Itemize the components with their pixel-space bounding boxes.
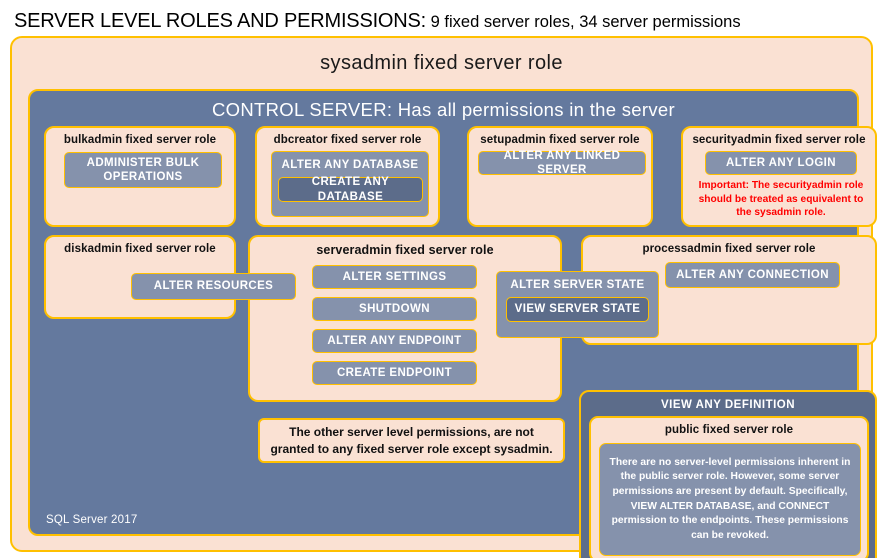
public-role-description: There are no server-level permissions in… [599,443,861,556]
role-title-securityadmin: securityadmin fixed server role [692,134,866,146]
permission-alter-resources[interactable]: ALTER RESOURCES [131,273,296,300]
control-server-panel: CONTROL SERVER: Has all permissions in t… [28,89,877,536]
role-card-setupadmin: setupadmin fixed server role ALTER ANY L… [467,126,653,227]
sysadmin-role-container: sysadmin fixed server role CONTROL SERVE… [10,36,877,558]
role-title-dbcreator: dbcreator fixed server role [273,134,422,146]
permission-alter-any-connection[interactable]: ALTER ANY CONNECTION [665,262,840,288]
page-title-main: SERVER LEVEL ROLES AND PERMISSIONS: [14,10,427,32]
permission-alter-any-endpoint[interactable]: ALTER ANY ENDPOINT [312,329,477,353]
footer-version-label: SQL Server 2017 [46,514,138,526]
role-title-serveradmin: serveradmin fixed server role [316,243,494,257]
permission-view-any-definition-label: VIEW ANY DEFINITION [660,399,796,411]
permission-create-endpoint[interactable]: CREATE ENDPOINT [312,361,477,385]
page-title: SERVER LEVEL ROLES AND PERMISSIONS: 9 fi… [14,8,874,34]
role-title-setupadmin: setupadmin fixed server role [480,134,640,146]
sysadmin-role-label: sysadmin fixed server role [320,52,563,74]
permission-create-any-database[interactable]: CREATE ANY DATABASE [278,176,423,203]
role-title-diskadmin: diskadmin fixed server role [64,243,216,255]
role-card-public: public fixed server role There are no se… [589,416,869,558]
permission-alter-any-linked-server[interactable]: ALTER ANY LINKED SERVER [478,150,646,176]
permission-view-any-definition[interactable]: VIEW ANY DEFINITION public fixed server … [579,390,877,558]
role-title-processadmin: processadmin fixed server role [642,243,816,255]
securityadmin-important-note: Important: The securityadmin role should… [698,180,864,219]
control-server-label: CONTROL SERVER: Has all permissions in t… [212,99,675,120]
role-title-public: public fixed server role [664,424,794,436]
page-title-sub: 9 fixed server roles, 34 server permissi… [426,13,741,31]
permission-shutdown[interactable]: SHUTDOWN [312,297,477,321]
role-title-bulkadmin: bulkadmin fixed server role [63,134,217,146]
permission-view-server-state[interactable]: VIEW SERVER STATE [506,297,649,322]
permission-alter-settings[interactable]: ALTER SETTINGS [312,265,477,289]
other-permissions-note: The other server level permissions, are … [258,418,565,463]
role-card-bulkadmin: bulkadmin fixed server role ADMINISTER B… [44,126,236,227]
role-card-dbcreator: dbcreator fixed server role ALTER ANY DA… [255,126,440,227]
permission-alter-any-database-label: ALTER ANY DATABASE [281,159,419,171]
permission-alter-server-state-label: ALTER SERVER STATE [510,279,645,291]
permission-alter-any-login[interactable]: ALTER ANY LOGIN [705,151,857,175]
role-card-securityadmin: securityadmin fixed server role ALTER AN… [681,126,877,227]
permission-administer-bulk-operations[interactable]: ADMINISTER BULK OPERATIONS [64,152,222,188]
